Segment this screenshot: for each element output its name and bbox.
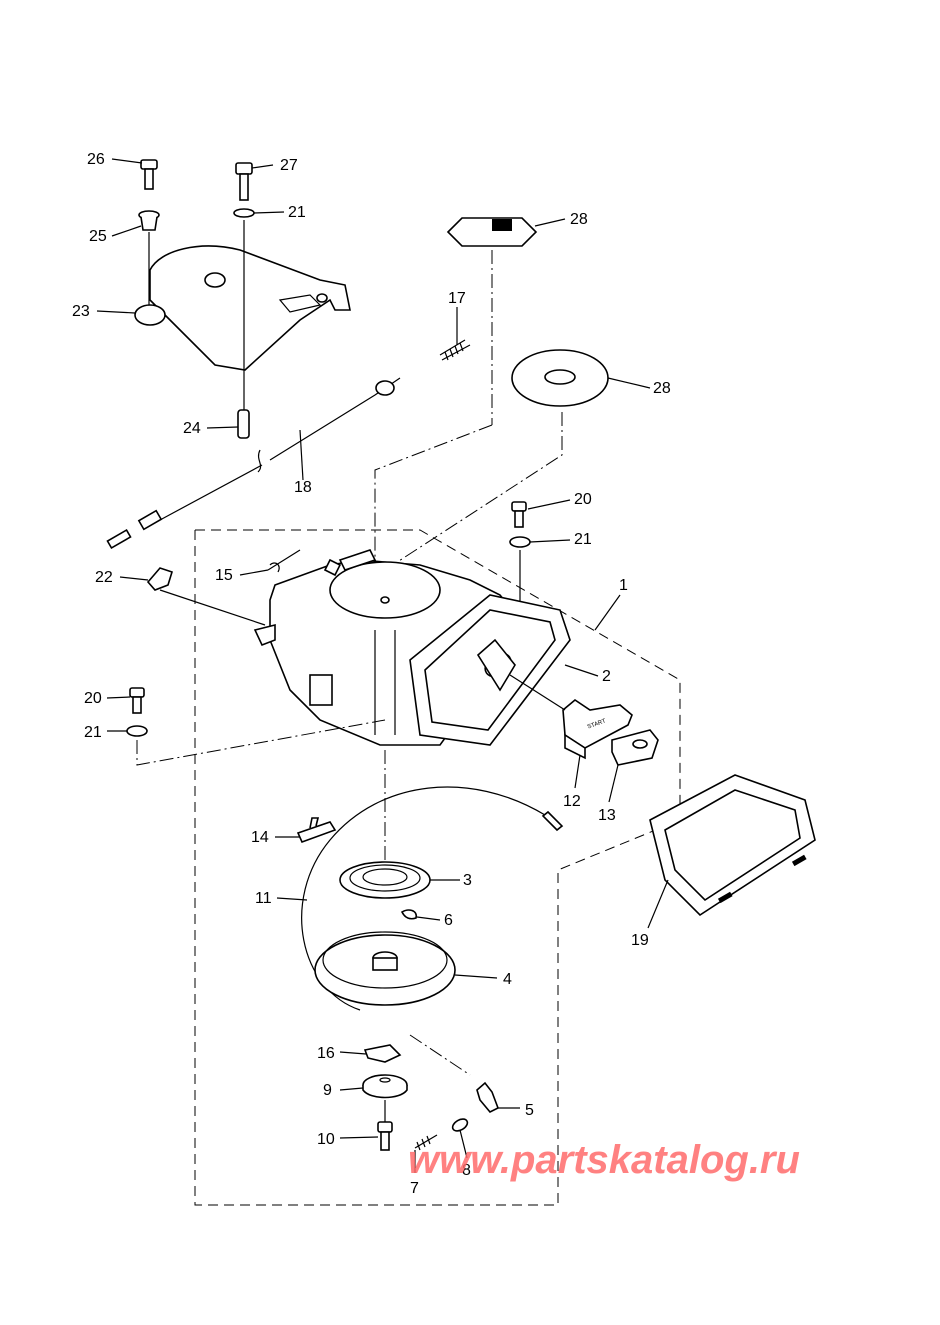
bolt-20-left-part xyxy=(129,687,145,714)
callout-9: 9 xyxy=(323,1082,332,1099)
cable-18-part xyxy=(106,377,401,550)
spacer-24-part xyxy=(237,409,250,439)
ratchet-5-part xyxy=(476,1081,500,1113)
clip-22-part xyxy=(146,567,173,591)
callout-13: 13 xyxy=(598,807,616,824)
bolt-26-part xyxy=(140,159,158,190)
washer-21-left-part xyxy=(126,725,148,737)
callout-6: 6 xyxy=(444,912,453,929)
callout-3: 3 xyxy=(463,872,472,889)
callout-20-left: 20 xyxy=(84,690,102,707)
callout-23: 23 xyxy=(72,303,90,320)
callout-5: 5 xyxy=(525,1102,534,1119)
e-clip-6-part xyxy=(400,909,418,920)
callout-16: 16 xyxy=(317,1045,335,1062)
callout-24: 24 xyxy=(183,420,201,437)
callout-25: 25 xyxy=(89,228,107,245)
bolt-10-part xyxy=(377,1121,393,1151)
callout-21-upper: 21 xyxy=(574,531,592,548)
callout-20-upper: 20 xyxy=(574,491,592,508)
washer-21-part xyxy=(233,208,255,218)
warning-decal-part xyxy=(446,217,538,247)
callout-4: 4 xyxy=(503,971,512,988)
callout-28-decal: 28 xyxy=(570,211,588,228)
callout-28-disc: 28 xyxy=(653,380,671,397)
spring-17-part xyxy=(439,339,471,361)
callout-22: 22 xyxy=(95,569,113,586)
callout-19: 19 xyxy=(631,932,649,949)
start-handle-part: START xyxy=(562,699,633,760)
recoil-spring-part xyxy=(339,861,431,899)
bolt-20-upper-part xyxy=(511,501,527,528)
callout-1: 1 xyxy=(619,577,628,594)
leader-lines xyxy=(96,158,669,1173)
callout-7: 7 xyxy=(410,1180,419,1197)
callout-21-left: 21 xyxy=(84,724,102,741)
spring-8-part xyxy=(451,1118,469,1132)
callout-14: 14 xyxy=(251,829,269,846)
cap-9-part xyxy=(362,1074,408,1099)
callout-17: 17 xyxy=(448,290,466,307)
callout-18: 18 xyxy=(294,479,312,496)
rope-end-part xyxy=(541,810,564,832)
callout-8: 8 xyxy=(462,1162,471,1179)
friction-plate-part xyxy=(363,1044,402,1063)
callout-21: 21 xyxy=(288,204,306,221)
pawl-14-part xyxy=(296,817,337,844)
sticker-disc-part xyxy=(511,349,609,407)
rope-guide-plate-part xyxy=(409,594,571,746)
top-cover-part xyxy=(134,245,351,371)
callout-2: 2 xyxy=(602,668,611,685)
spring-7-part xyxy=(414,1134,438,1151)
callout-26: 26 xyxy=(87,151,105,168)
assembly-boundary xyxy=(194,529,681,1206)
callout-12: 12 xyxy=(563,793,581,810)
handle-insert-part xyxy=(611,729,659,766)
collar-25-part xyxy=(138,210,160,231)
washer-21-upper-part xyxy=(509,536,531,548)
callout-15: 15 xyxy=(215,567,233,584)
cover-frame-part xyxy=(649,774,816,917)
callout-27: 27 xyxy=(280,157,298,174)
pulley-reel-part xyxy=(314,931,456,1006)
callout-10: 10 xyxy=(317,1131,335,1148)
bolt-27-part xyxy=(235,162,253,201)
callout-11: 11 xyxy=(255,890,272,907)
watermark: www.partskatalog.ru xyxy=(408,1138,800,1182)
spring-15-part xyxy=(267,549,301,573)
